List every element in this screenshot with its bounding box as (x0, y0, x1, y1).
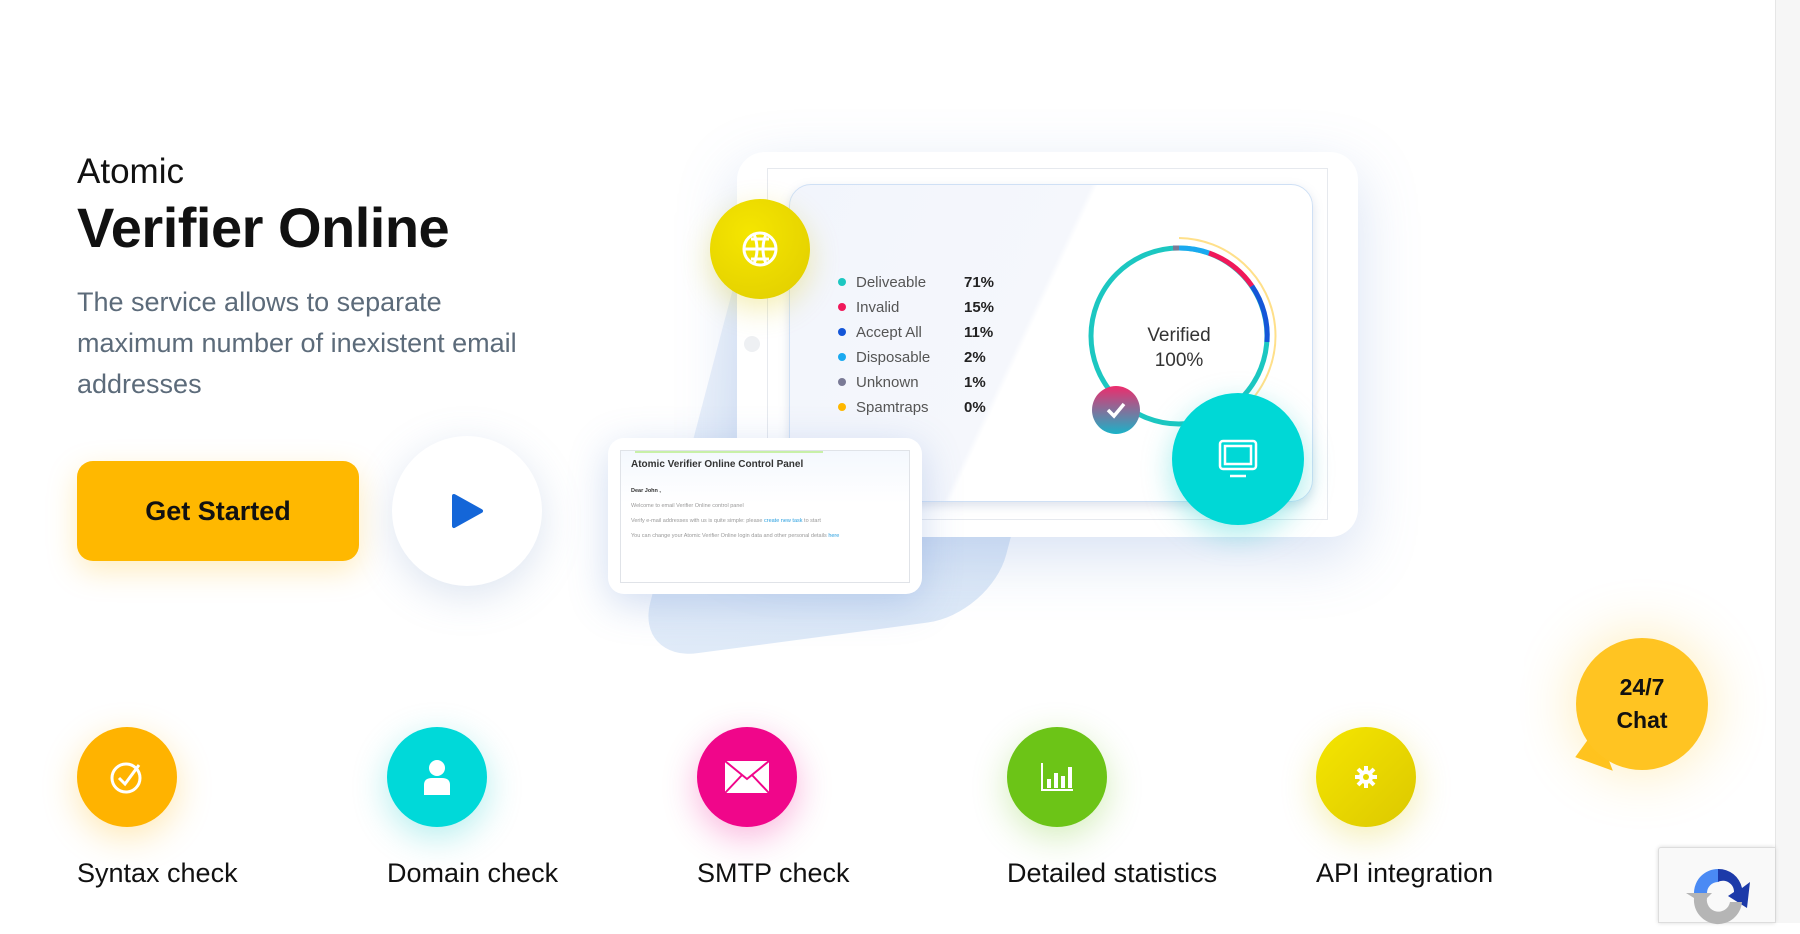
feature-detailed-statistics (1007, 727, 1107, 827)
monitor-icon (1216, 437, 1260, 481)
email-text: You can change your Atomic Verifier Onli… (631, 533, 828, 539)
chat-line: 24/7 (1616, 671, 1667, 704)
feature-label: Syntax check (77, 858, 238, 889)
email-accent-bar (635, 451, 823, 453)
ring-segment-disposable (1179, 248, 1209, 253)
tablet-home-button (744, 336, 760, 352)
get-started-button[interactable]: Get Started (77, 461, 359, 561)
gear-icon (1354, 765, 1378, 789)
legend-label: Deliveable (856, 274, 964, 291)
legend-label: Invalid (856, 299, 964, 316)
hero-pretitle: Atomic (77, 152, 184, 192)
legend-dot (838, 403, 846, 411)
feature-label: Domain check (387, 858, 558, 889)
legend-dot (838, 353, 846, 361)
legend-label: Unknown (856, 374, 964, 391)
hero-description: The service allows to separate maximum n… (77, 282, 537, 405)
feature-smtp-check (697, 727, 797, 827)
email-title: Atomic Verifier Online Control Panel (631, 459, 899, 470)
feature-syntax-check (77, 727, 177, 827)
globe-badge (710, 199, 810, 299)
scrollbar[interactable] (1775, 0, 1800, 923)
legend-value: 0% (964, 399, 986, 416)
email-line: Welcome to email Verifier Online control… (631, 503, 899, 509)
verified-check-badge (1092, 386, 1140, 434)
ring-segment-invalid (1209, 253, 1252, 286)
globe-icon (740, 229, 780, 269)
feature-label: Detailed statistics (1007, 858, 1217, 889)
legend-value: 15% (964, 299, 994, 316)
create-task-link[interactable]: create new task (764, 518, 803, 524)
legend-dot (838, 278, 846, 286)
here-link[interactable]: here (828, 533, 839, 539)
feature-label: API integration (1316, 858, 1493, 889)
feature-api-integration (1316, 727, 1416, 827)
envelope-icon (724, 760, 770, 794)
ring-value: 100% (1099, 348, 1259, 373)
legend-label: Spamtraps (856, 399, 964, 416)
play-video-button[interactable] (392, 436, 542, 586)
legend-value: 71% (964, 274, 994, 291)
email-line: Verify e-mail addresses with us is quite… (631, 518, 899, 524)
legend-label: Accept All (856, 324, 964, 341)
play-icon (450, 493, 484, 529)
chat-line: Chat (1616, 704, 1667, 737)
legend-value: 2% (964, 349, 986, 366)
monitor-badge (1172, 393, 1304, 525)
feature-domain-check (387, 727, 487, 827)
legend-dot (838, 303, 846, 311)
ring-label: Verified (1099, 323, 1259, 348)
legend-label: Disposable (856, 349, 964, 366)
bar-chart-icon (1039, 761, 1075, 793)
email-line: You can change your Atomic Verifier Onli… (631, 533, 899, 539)
check-circle-icon (107, 757, 147, 797)
email-text: to start (803, 518, 821, 524)
recaptcha-badge[interactable] (1658, 847, 1775, 923)
checkmark-icon (1105, 401, 1127, 419)
legend-value: 11% (964, 324, 993, 341)
page-title: Verifier Online (77, 195, 449, 260)
user-icon (420, 757, 454, 797)
legend-value: 1% (964, 374, 986, 391)
email-text: Verify e-mail addresses with us is quite… (631, 518, 764, 524)
email-greeting: Dear John , (631, 488, 899, 494)
email-preview-content: Atomic Verifier Online Control Panel Dea… (620, 450, 910, 583)
legend-dot (838, 328, 846, 336)
legend-dot (838, 378, 846, 386)
feature-label: SMTP check (697, 858, 850, 889)
